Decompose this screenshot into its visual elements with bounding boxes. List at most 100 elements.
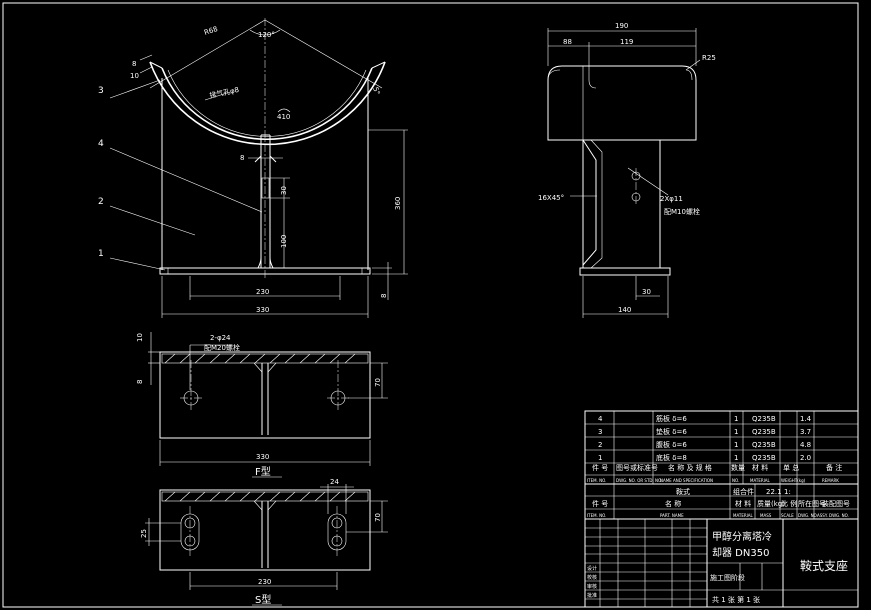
part-name: 筋板 δ=6 (656, 414, 687, 423)
part-wt: 3.7 (800, 428, 811, 436)
col-ratio: 比 例 (781, 499, 797, 508)
hdr-mat-en: MATERIAL (750, 478, 771, 483)
part-mat: Q235B (752, 454, 776, 462)
part-no: 1 (598, 454, 602, 462)
row-combo: 组合件 (733, 487, 754, 496)
row-scale: 1: (784, 488, 791, 496)
hdr-std: 图号或标准号 (616, 463, 658, 472)
part-wt: 1.4 (800, 415, 812, 423)
plan-s-dim-230: 230 (258, 578, 271, 586)
dim-8-top: 8 (132, 60, 136, 68)
col-mat: 材 料 (735, 499, 751, 508)
hdr-name-en: NAME AND SPECIFICATION (660, 478, 713, 483)
plan-s-dim-25: 25 (140, 529, 148, 538)
diam-410: 410 (277, 113, 290, 121)
plan-f-web (161, 353, 369, 364)
side-view: 190 88 119 R25 2Xφ11 配M10螺栓 16X45° 140 3… (538, 22, 716, 318)
part-qty: 1 (734, 441, 738, 449)
plan-s-dim-24: 24 (330, 478, 339, 486)
angle-arc (249, 29, 281, 36)
title-block: 4 筋板 δ=6 1 Q235B 1.4 3 垫板 δ=6 1 Q235B 3.… (584, 410, 859, 608)
side-top-pad (547, 65, 697, 141)
hdr-qty: 数量 (731, 463, 745, 472)
col-no-en: ITEM. NO. (587, 513, 606, 518)
plan-s-dim-70: 70 (374, 513, 382, 522)
dim-230-front: 230 (256, 288, 269, 296)
design-label: 设计 (587, 565, 597, 572)
col-name-en: PART. NAME (660, 513, 684, 518)
col-dwg: 所在图号 (798, 499, 826, 508)
plan-f-dim-330: 330 (256, 453, 269, 461)
dim-360: 360 (394, 197, 402, 210)
radial-line-left (149, 19, 266, 89)
dim-100: 100 (280, 235, 288, 248)
dim-8-rib: 8 (240, 154, 244, 162)
plan-s-web (161, 491, 369, 502)
part-name: 垫板 δ=6 (656, 427, 687, 436)
part-qty: 1 (734, 454, 738, 462)
angle-5: 5° (371, 86, 381, 96)
plan-f-dim-70: 70 (374, 378, 382, 387)
front-view: 120° R68 8 10 排气孔φ8 410 5° 8 (98, 18, 408, 318)
side-holes: 2Xφ11 (660, 195, 683, 203)
chamfer: 16X45° (538, 194, 564, 202)
col-mat-en: MATERIAL (733, 513, 754, 518)
check-label: 校核 (587, 574, 597, 581)
col-asm-en: ASSY. DWG. NO. (817, 513, 849, 518)
col-name: 名 称 (665, 499, 681, 508)
hdr-no: 件 号 (592, 463, 608, 472)
hdr-std-en: DWG. NO. OR STD. NO. (616, 478, 662, 483)
col-wt-en: MASS (760, 513, 772, 518)
plan-f-dim-10: 10 (136, 333, 144, 342)
col-dwg-en: DWG. NO. (798, 513, 818, 518)
vent-label: 排气孔φ8 (209, 85, 240, 100)
part-name: 底板 δ=8 (656, 453, 687, 462)
approve-label: 批准 (587, 592, 597, 599)
callout-1: 1 (98, 249, 104, 259)
side-base (579, 267, 671, 276)
plan-f-bolts: 配M20螺栓 (204, 343, 240, 352)
part-mat: Q235B (752, 441, 776, 449)
pad-arc (167, 69, 367, 137)
callout-3: 3 (98, 86, 104, 96)
callout-2: 2 (98, 197, 104, 207)
part-mat: Q235B (752, 428, 776, 436)
plan-s-plate (159, 489, 371, 571)
row-assem: 鞍式 (676, 487, 690, 496)
plan-f: 2-φ24 配M20螺栓 10 8 70 330 F型 (136, 332, 388, 478)
saddle-outer-arc (149, 61, 386, 146)
part-no: 2 (598, 441, 602, 449)
sheet-border (2, 2, 859, 608)
side-bolts: 配M10螺栓 (664, 207, 700, 216)
dim-8-base: 8 (380, 294, 388, 298)
col-no: 件 号 (592, 499, 608, 508)
hdr-rem-en: REMARK (822, 478, 839, 483)
radial-line-right (264, 19, 383, 89)
project-line2: 却器 DN350 (712, 547, 769, 559)
plan-f-caption: F型 (255, 465, 271, 478)
dim-190: 190 (615, 22, 628, 30)
dim-330-front: 330 (256, 306, 269, 314)
hdr-rem: 备 注 (826, 463, 842, 472)
hdr-name: 名 称 及 规 格 (668, 463, 712, 472)
dim-10-top: 10 (130, 72, 139, 80)
callout-4: 4 (98, 139, 104, 149)
hdr-mat: 材 料 (752, 463, 768, 472)
col-asm: 装配图号 (822, 499, 850, 508)
part-wt: 2.0 (800, 454, 811, 462)
r-outer-label: R68 (203, 25, 219, 37)
part-qty: 1 (734, 428, 738, 436)
col-wt: 质量(kg) (757, 499, 785, 508)
dim-30: 30 (280, 186, 288, 195)
angle-label: 120° (258, 31, 275, 39)
hdr-wt: 单 总 (783, 463, 799, 472)
side-dim-30: 30 (642, 288, 651, 296)
plan-f-dim-8: 8 (136, 380, 144, 384)
col-ratio-en: SCALE (781, 513, 794, 518)
dim-140: 140 (618, 306, 631, 314)
dim-88: 88 (563, 38, 572, 46)
plan-s: 24 25 70 230 S型 (140, 478, 388, 606)
plan-s-caption: S型 (255, 593, 271, 606)
